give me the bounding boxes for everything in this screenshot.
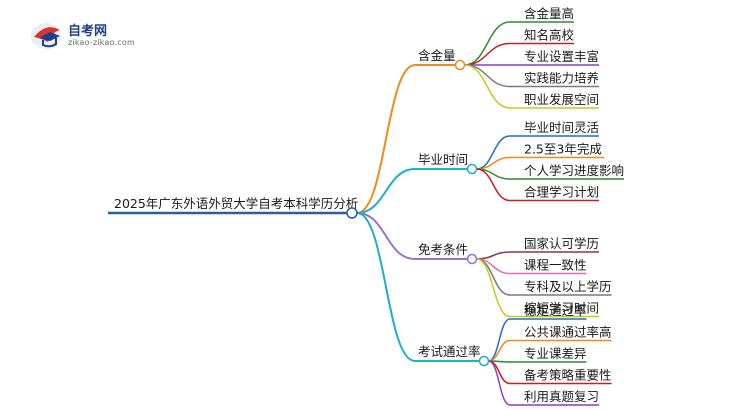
logo-subtitle: zikao-zikao.com — [68, 38, 135, 47]
leaf-label: 利用真题复习 — [524, 389, 599, 404]
site-logo: 自考网 zikao-zikao.com — [30, 18, 150, 54]
branch-label: 考试通过率 — [418, 344, 481, 359]
mind-map-edges — [108, 21, 624, 406]
leaf-label: 个人学习进度影响 — [524, 163, 624, 178]
leaf-label: 专科及以上学历 — [524, 279, 612, 294]
leaf-label: 职业发展空间 — [524, 92, 599, 107]
leaf-label: 专业课差异 — [524, 346, 587, 361]
graduation-cap-icon — [31, 23, 61, 49]
leaf-label: 备考策略重要性 — [524, 368, 612, 383]
branch-node — [478, 355, 490, 367]
leaf-label: 知名高校 — [524, 28, 575, 43]
leaf-label: 专业设置丰富 — [524, 49, 599, 64]
leaf-label: 含金量高 — [524, 6, 574, 21]
leaf-edge — [488, 360, 511, 406]
leaf-edge — [488, 318, 511, 362]
branch-edge — [356, 212, 416, 362]
branch-edge — [356, 64, 416, 214]
leaf-label: 公共课通过率高 — [524, 325, 612, 340]
leaf-edge — [476, 258, 511, 318]
leaf-edge — [488, 339, 511, 362]
root-node — [346, 207, 358, 219]
leaf-edge — [464, 64, 511, 109]
branch-edge — [356, 212, 416, 260]
leaf-label: 稳定通过率 — [524, 303, 587, 318]
branch-node — [466, 253, 478, 265]
leaf-label: 合理学习计划 — [524, 185, 599, 200]
branch-label: 免考条件 — [418, 242, 468, 257]
leaf-label: 实践能力培养 — [524, 71, 599, 86]
branch-edge — [356, 168, 416, 214]
leaf-edge — [476, 168, 511, 202]
logo-title: 自考网 — [68, 24, 108, 39]
leaf-edge — [464, 42, 511, 66]
leaf-label: 缩短学习时间 — [524, 301, 599, 316]
root-label: 2025年广东外语外贸大学自考本科学历分析 — [114, 196, 358, 211]
leaf-edge — [464, 64, 511, 88]
branch-node — [454, 59, 466, 71]
leaf-label: 课程一致性 — [524, 258, 587, 273]
branch-node — [466, 163, 478, 175]
branch-label: 毕业时间 — [418, 152, 468, 167]
leaf-label: 2.5至3年完成 — [524, 142, 602, 157]
mind-map-nodes: 2025年广东外语外贸大学自考本科学历分析 含金量 含金量高知名高校专业设置丰富实践… — [114, 6, 624, 404]
leaf-label: 毕业时间灵活 — [524, 120, 599, 135]
leaf-label: 国家认可学历 — [524, 236, 599, 251]
leaf-edge — [476, 251, 511, 260]
branch-label: 含金量 — [418, 48, 456, 63]
